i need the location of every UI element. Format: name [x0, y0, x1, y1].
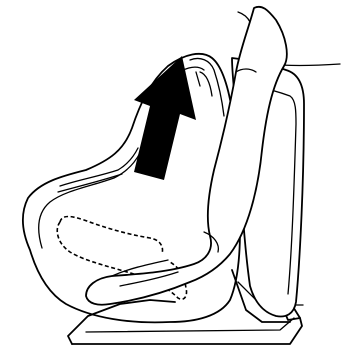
headrest-seam	[196, 72, 212, 96]
sleeve-line	[238, 12, 250, 22]
arrow-up-shape	[134, 56, 196, 180]
dashed-outline-upper	[60, 217, 163, 255]
arrow-up-icon	[134, 56, 196, 180]
